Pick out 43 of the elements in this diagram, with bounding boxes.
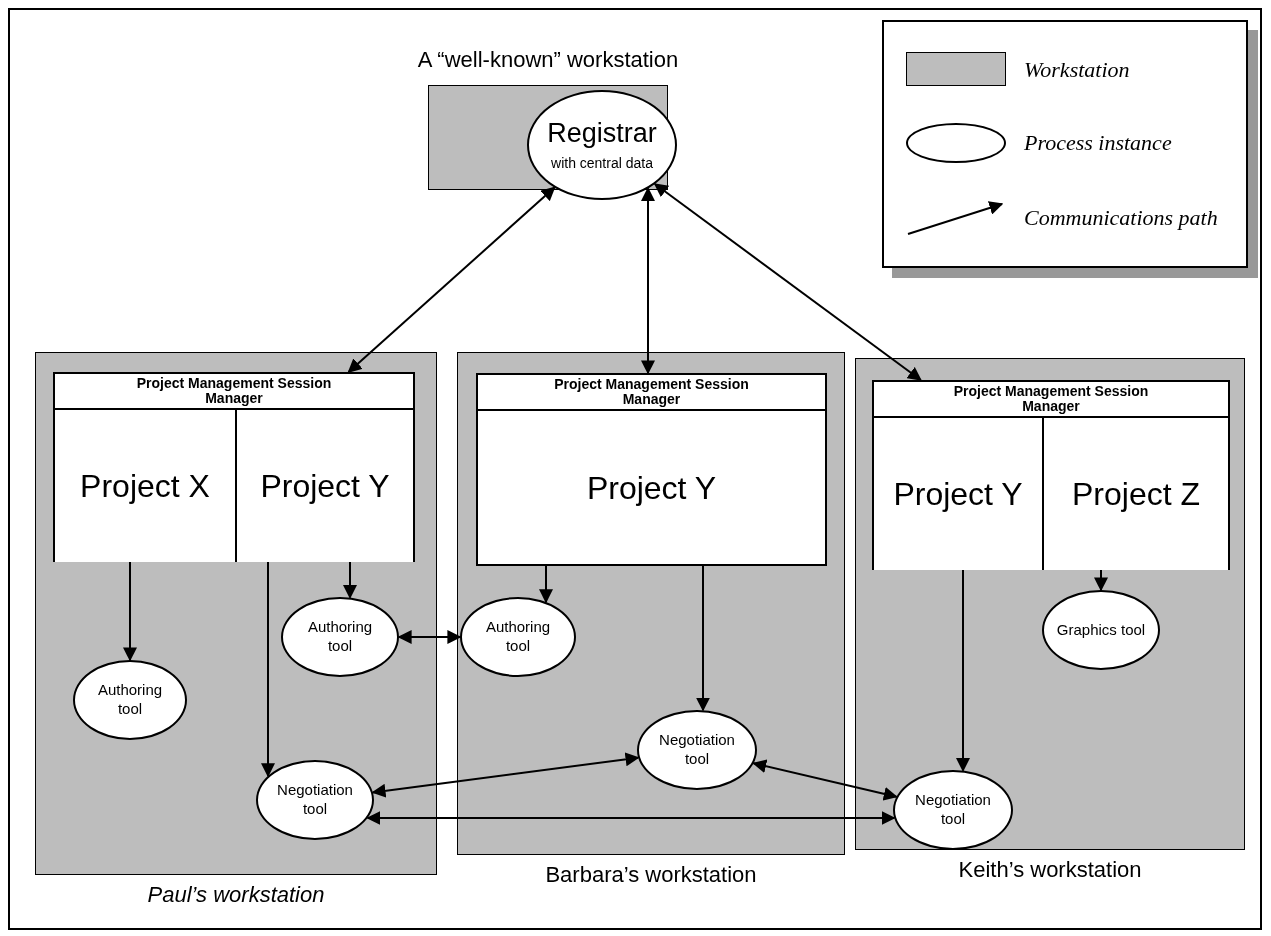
node-text: Project Y [260, 467, 390, 506]
node-text: Negotiation tool [276, 781, 354, 819]
session-manager-box [872, 380, 1230, 570]
project-cell [1042, 418, 1228, 570]
legend-text: Communications path [1024, 203, 1218, 232]
node-text: Authoring tool [96, 681, 164, 719]
workstation-label: Barbara’s workstation [545, 861, 757, 889]
legend-text: Process instance [1024, 129, 1172, 157]
communications-arrow [343, 561, 357, 599]
node-text: Negotiation tool [658, 731, 736, 769]
communications-arrow [539, 563, 553, 604]
workstation-label: A “well-known” workstation [417, 46, 679, 74]
communications-arrow [347, 186, 556, 373]
node-text: Authoring tool [306, 618, 374, 656]
session-manager-title: Project Management Session Manager [952, 384, 1150, 414]
workstation-label: Keith’s workstation [958, 856, 1142, 884]
process-title: Registrar [547, 117, 657, 151]
session-manager-title: Project Management Session Manager [553, 377, 750, 407]
communications-arrow [696, 563, 710, 712]
process-subtitle: with central data [550, 155, 654, 173]
session-manager-box [476, 373, 827, 566]
communications-arrow [366, 811, 896, 825]
session-manager-title: Project Management Session Manager [135, 376, 333, 406]
communications-arrow [397, 630, 462, 644]
session-manager-box [53, 372, 415, 562]
communications-arrow [123, 561, 137, 662]
node-text: Graphics tool [1056, 620, 1146, 640]
communications-arrow [641, 187, 655, 375]
legend-text: Workstation [1024, 55, 1130, 84]
node-text: Project Y [586, 468, 717, 508]
workstation-label: Paul’s workstation [147, 881, 325, 909]
node-text: Project X [80, 467, 210, 506]
node-text: Authoring tool [484, 618, 552, 656]
node-text: Project Y [893, 475, 1023, 514]
communications-arrow [1094, 569, 1108, 592]
communications-arrow [653, 183, 922, 381]
project-cell [235, 410, 413, 562]
node-text: Project Z [1072, 475, 1200, 514]
node-text: Negotiation tool [914, 791, 992, 829]
communications-arrow [261, 561, 275, 778]
communications-arrow [752, 759, 898, 801]
communications-arrow [371, 752, 640, 798]
communications-arrow [956, 569, 970, 772]
